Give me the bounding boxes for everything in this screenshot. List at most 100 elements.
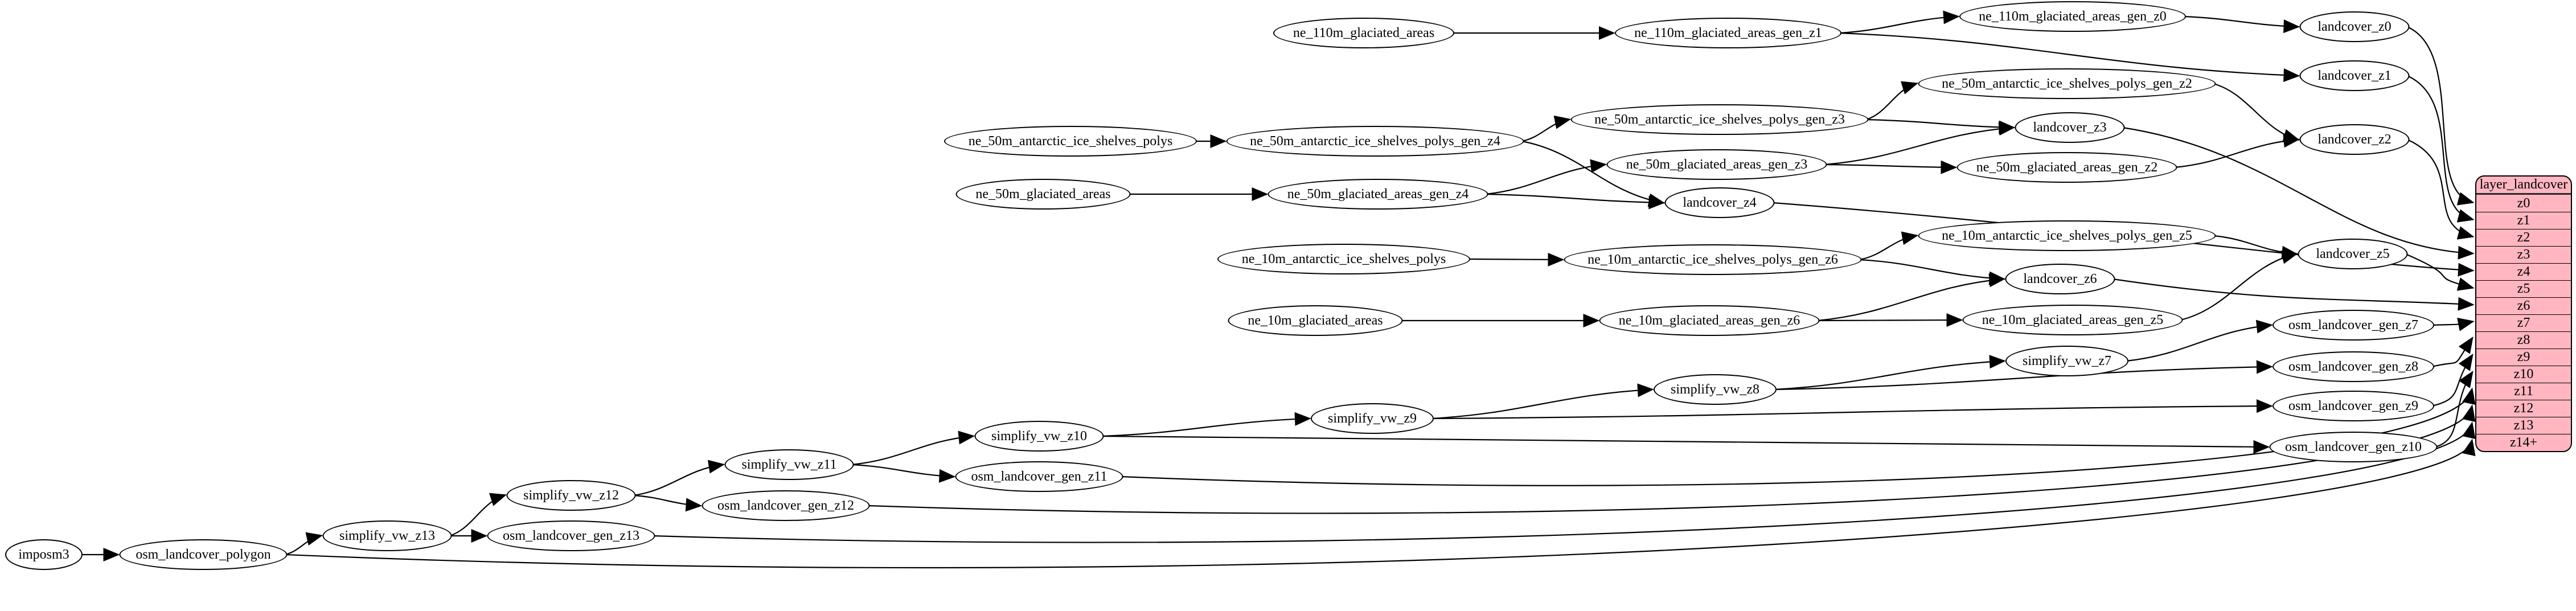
zoom-level-label: z13 — [2513, 418, 2534, 433]
edge-ne_110m_glaciated_areas_gen_z1--ne_110m_glaciated_areas_gen_z0 — [1839, 10, 1960, 34]
node-label: ne_10m_antarctic_ice_shelves_polys_gen_z… — [1588, 252, 1838, 267]
node-ne_50m_glaciated_areas: ne_50m_glaciated_areas — [955, 179, 1131, 210]
layer-table-title: layer_landcover — [2479, 177, 2568, 192]
edge-simplify_vw_z10--simplify_vw_z9 — [1101, 412, 1311, 437]
zoom-level-label: z3 — [2517, 247, 2530, 262]
node-landcover_z1: landcover_z1 — [2299, 60, 2410, 91]
zoom-level-label: z11 — [2514, 384, 2533, 399]
node-label: osm_landcover_gen_z13 — [503, 528, 639, 543]
edge-landcover_z1--row-z1 — [2407, 75, 2475, 223]
layer-table-row-z0: z0 — [2476, 195, 2571, 212]
layer-table-row-z10: z10 — [2476, 366, 2571, 383]
node-simplify_vw_z12: simplify_vw_z12 — [506, 480, 636, 511]
layer-table-row-z2: z2 — [2476, 229, 2571, 246]
node-label: ne_50m_antarctic_ice_shelves_polys_gen_z… — [1250, 133, 1500, 149]
edge-osm_landcover_polygon--row-z14- — [285, 438, 2476, 569]
node-ne_10m_glaciated_areas_gen_z6: ne_10m_glaciated_areas_gen_z6 — [1599, 305, 1820, 336]
node-label: landcover_z3 — [2033, 120, 2107, 135]
edge-osm_landcover_gen_z7--row-z7 — [2431, 317, 2475, 331]
edge-osm_landcover_polygon--simplify_vw_z13 — [285, 532, 323, 556]
node-landcover_z2: landcover_z2 — [2299, 124, 2410, 155]
edge-ne_50m_antarctic_ice_shelves_polys_gen_z4--landcover_z4 — [1521, 140, 1666, 207]
node-ne_10m_glaciated_areas_gen_z5: ne_10m_glaciated_areas_gen_z5 — [1962, 305, 2183, 335]
node-label: simplify_vw_z11 — [741, 457, 837, 472]
zoom-level-label: z0 — [2517, 195, 2530, 211]
node-simplify_vw_z10: simplify_vw_z10 — [974, 421, 1104, 452]
layer-table-row-z8: z8 — [2476, 331, 2571, 348]
edge-ne_50m_antarctic_ice_shelves_polys_gen_z4--ne_50m_antarctic_ice_shelves_polys_gen_z3 — [1521, 115, 1572, 142]
edge-ne_50m_glaciated_areas_gen_z3--landcover_z3 — [1824, 122, 2016, 166]
node-label: ne_10m_glaciated_areas_gen_z6 — [1618, 313, 1800, 328]
node-label: osm_landcover_gen_z9 — [2288, 398, 2418, 413]
node-label: ne_50m_glaciated_areas_gen_z2 — [1976, 159, 2158, 175]
zoom-level-label: z5 — [2517, 281, 2530, 296]
node-ne_110m_glaciated_areas: ne_110m_glaciated_areas — [1273, 18, 1454, 48]
node-ne_10m_antarctic_ice_shelves_polys: ne_10m_antarctic_ice_shelves_polys — [1217, 244, 1470, 274]
node-label: ne_50m_glaciated_areas — [975, 186, 1111, 202]
edge-ne_110m_glaciated_areas_gen_z1--landcover_z1 — [1839, 32, 2300, 83]
zoom-level-label: z8 — [2517, 333, 2530, 347]
node-label: ne_110m_glaciated_areas_gen_z0 — [1979, 9, 2167, 24]
node-label: ne_10m_antarctic_ice_shelves_polys_gen_z… — [1942, 228, 2192, 243]
edge-simplify_vw_z7--osm_landcover_gen_z7 — [2126, 319, 2273, 362]
node-ne_50m_glaciated_areas_gen_z3: ne_50m_glaciated_areas_gen_z3 — [1606, 149, 1827, 180]
node-label: ne_50m_glaciated_areas_gen_z3 — [1626, 157, 1808, 172]
node-landcover_z4: landcover_z4 — [1664, 187, 1775, 218]
node-osm_landcover_gen_z9: osm_landcover_gen_z9 — [2273, 391, 2434, 421]
layer-table-row-z3: z3 — [2476, 246, 2571, 263]
node-label: ne_50m_glaciated_areas_gen_z4 — [1287, 186, 1469, 202]
node-ne_50m_antarctic_ice_shelves_polys_gen_z4: ne_50m_antarctic_ice_shelves_polys_gen_z… — [1226, 126, 1524, 157]
edge-ne_10m_glaciated_areas_gen_z6--landcover_z6 — [1817, 273, 2006, 322]
node-label: simplify_vw_z9 — [1328, 411, 1417, 426]
zoom-level-label: z7 — [2517, 315, 2530, 330]
node-simplify_vw_z9: simplify_vw_z9 — [1311, 403, 1434, 434]
node-osm_landcover_gen_z8: osm_landcover_gen_z8 — [2273, 351, 2434, 382]
node-osm_landcover_gen_z12: osm_landcover_gen_z12 — [702, 490, 870, 521]
edge-ne_50m_antarctic_ice_shelves_polys_gen_z3--landcover_z3 — [1866, 118, 2016, 134]
node-ne_110m_glaciated_areas_gen_z0: ne_110m_glaciated_areas_gen_z0 — [1959, 1, 2186, 32]
zoom-level-label: z6 — [2517, 298, 2530, 313]
zoom-level-label: z4 — [2517, 264, 2530, 279]
layer-table-row-z13: z13 — [2476, 417, 2571, 434]
node-ne_50m_glaciated_areas_gen_z4: ne_50m_glaciated_areas_gen_z4 — [1268, 179, 1488, 210]
zoom-level-label: z2 — [2517, 230, 2530, 245]
edge-simplify_vw_z11--osm_landcover_gen_z11 — [851, 464, 956, 483]
edge-simplify_vw_z9--simplify_vw_z8 — [1431, 383, 1654, 420]
edge-simplify_vw_z12--osm_landcover_gen_z12 — [633, 494, 703, 512]
layer-table-row-z9: z9 — [2476, 348, 2571, 366]
edge-osm_landcover_gen_z8--row-z8 — [2431, 336, 2474, 368]
node-label: landcover_z5 — [2316, 246, 2390, 261]
edge-ne_50m_glaciated_areas_gen_z4--ne_50m_glaciated_areas_gen_z3 — [1486, 159, 1607, 195]
node-label: landcover_z2 — [2317, 132, 2392, 147]
node-label: simplify_vw_z7 — [2023, 353, 2111, 368]
node-label: ne_50m_antarctic_ice_shelves_polys_gen_z… — [1942, 76, 2192, 91]
layer-table-row-z5: z5 — [2476, 280, 2571, 297]
node-label: landcover_z6 — [2023, 271, 2097, 286]
node-osm_landcover_gen_z10: osm_landcover_gen_z10 — [2269, 432, 2438, 462]
zoom-level-label: z10 — [2513, 367, 2534, 382]
node-label: simplify_vw_z13 — [339, 528, 435, 543]
zoom-level-label: z9 — [2517, 350, 2530, 364]
edge-ne_10m_glaciated_areas_gen_z6--ne_10m_glaciated_areas_gen_z5 — [1817, 313, 1963, 327]
edge-ne_10m_glaciated_areas_gen_z5--landcover_z5 — [2180, 251, 2299, 321]
zoom-level-label: z1 — [2517, 213, 2530, 228]
zoom-level-label: z14+ — [2509, 435, 2538, 450]
edge-landcover_z0--row-z0 — [2407, 26, 2475, 206]
node-osm_landcover_gen_z11: osm_landcover_gen_z11 — [955, 461, 1123, 492]
node-osm_landcover_gen_z7: osm_landcover_gen_z7 — [2273, 310, 2434, 341]
node-label: osm_landcover_gen_z11 — [971, 469, 1107, 484]
node-label: osm_landcover_gen_z8 — [2288, 359, 2418, 374]
layer-table-header: layer_landcover — [2476, 177, 2571, 195]
edge-osm_landcover_gen_z10--row-z10 — [2435, 370, 2474, 448]
edge-osm_landcover_gen_z9--row-z9 — [2431, 353, 2474, 407]
node-label: ne_50m_antarctic_ice_shelves_polys_gen_z… — [1594, 112, 1845, 127]
node-label: osm_landcover_gen_z7 — [2288, 317, 2418, 333]
node-label: ne_110m_glaciated_areas — [1293, 25, 1435, 40]
node-simplify_vw_z13: simplify_vw_z13 — [322, 520, 452, 551]
node-label: simplify_vw_z12 — [523, 487, 619, 503]
edge-ne_50m_antarctic_ice_shelves_polys_gen_z3--ne_50m_antarctic_ice_shelves_polys_gen_z2 — [1866, 81, 1919, 121]
node-ne_110m_glaciated_areas_gen_z1: ne_110m_glaciated_areas_gen_z1 — [1615, 18, 1841, 48]
zoom-level-label: z12 — [2513, 401, 2534, 416]
node-landcover_z5: landcover_z5 — [2298, 239, 2408, 269]
